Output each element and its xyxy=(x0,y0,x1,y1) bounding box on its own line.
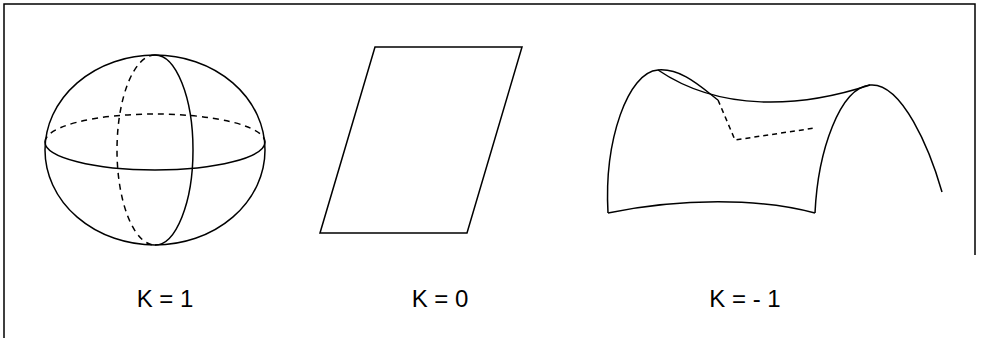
curvature-label: K = 1 xyxy=(137,285,194,314)
sphere xyxy=(45,55,265,245)
curvature-label: K = 0 xyxy=(412,285,469,314)
saddle xyxy=(608,70,942,213)
frame xyxy=(4,4,975,338)
plane xyxy=(320,47,522,233)
curvature-label: K = - 1 xyxy=(709,285,780,314)
